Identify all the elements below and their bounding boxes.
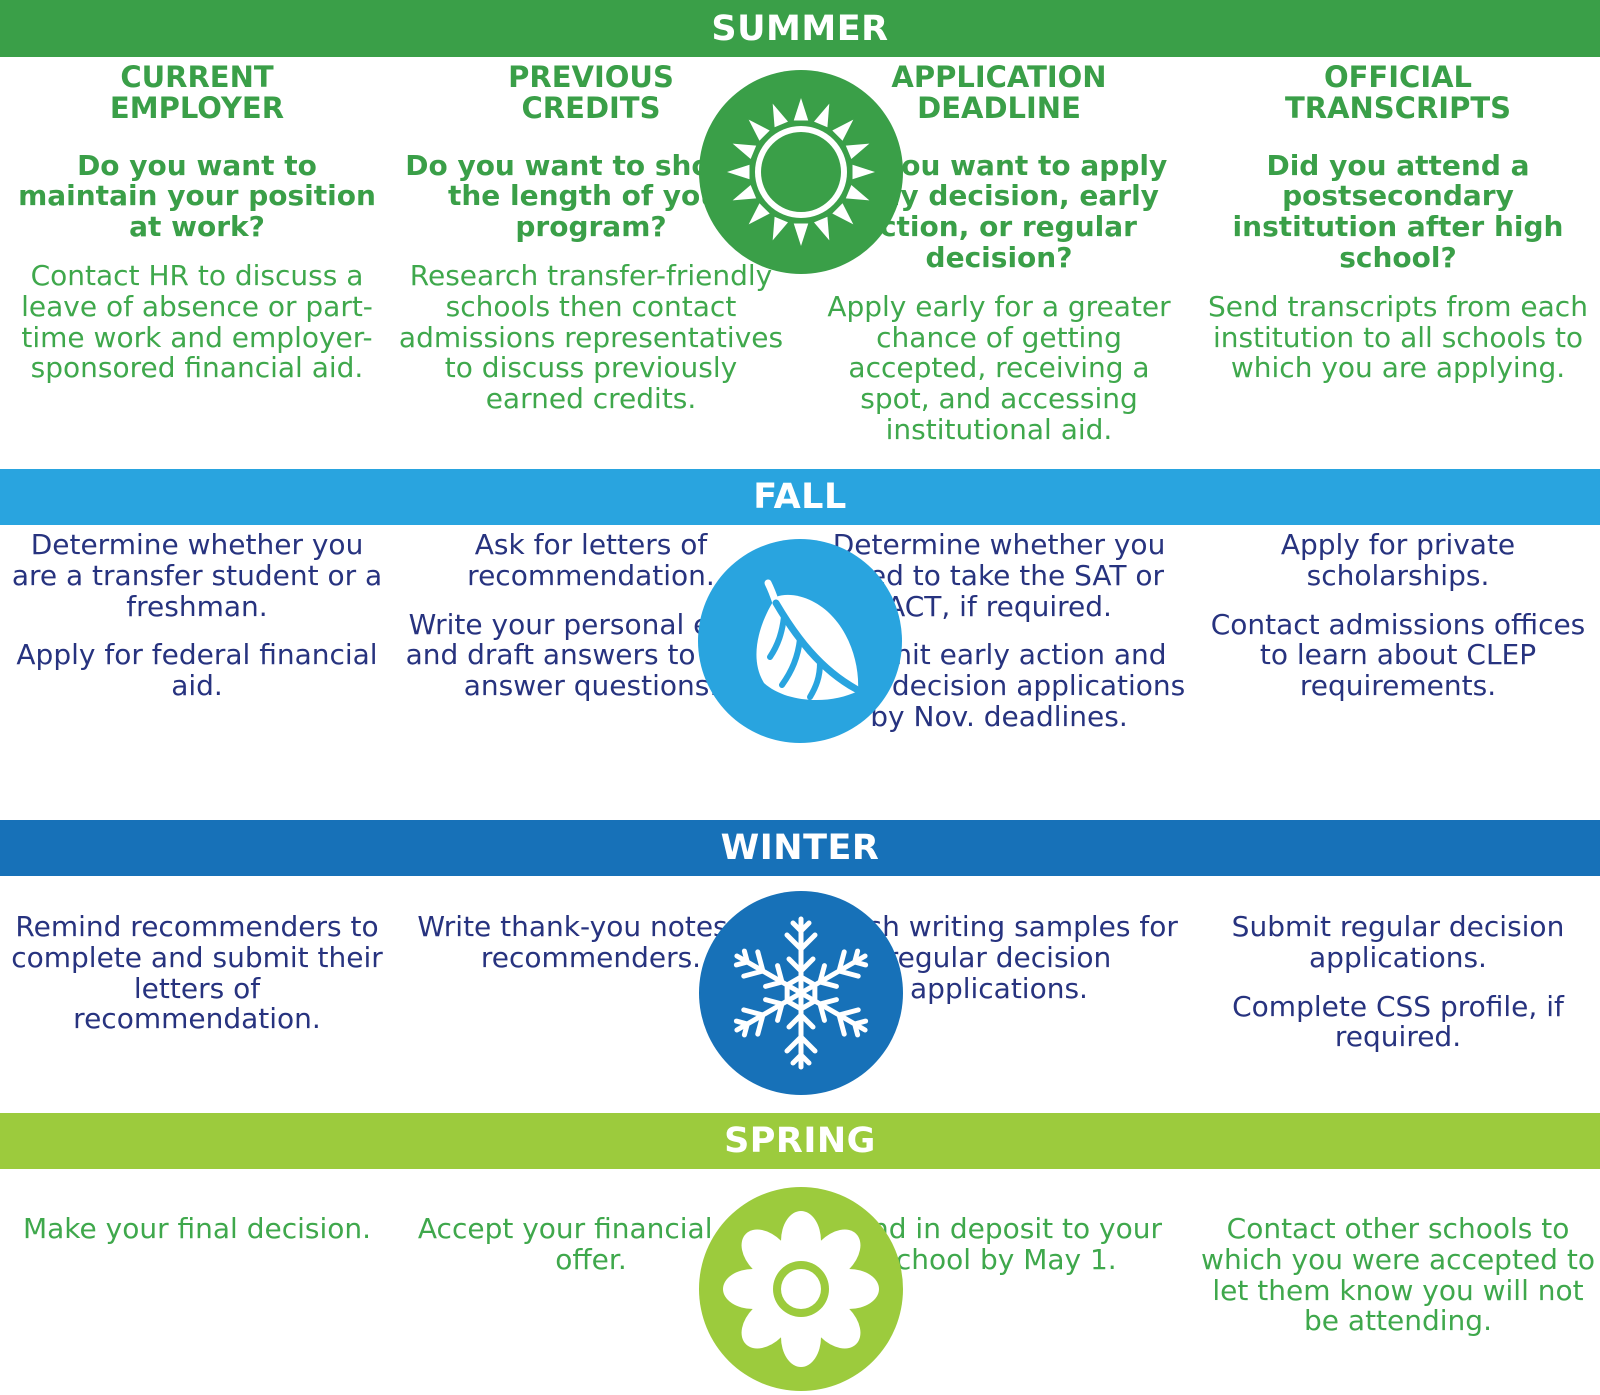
fall-header: FALL	[0, 469, 1600, 525]
spring-item: Send in deposit to your school by May 1.	[836, 1212, 1162, 1276]
winter-column-2: Write thank-you notes to recommenders.	[396, 910, 786, 992]
spring-column-3: Send in deposit to your school by May 1.	[812, 1212, 1186, 1294]
column-answer: Apply early for a greater chance of gett…	[827, 289, 1171, 446]
fall-item: Contact admissions offices to learn abou…	[1210, 607, 1586, 703]
snowflake-icon	[699, 891, 903, 1095]
sun-ray	[832, 203, 854, 225]
snowflake-arm	[733, 948, 804, 996]
flower-icon	[699, 1187, 903, 1391]
spring-column-2: Accept your financial aid offer.	[396, 1212, 786, 1294]
fall-item: Ask for letters of recommendation.	[467, 528, 715, 592]
column-heading: OFFICIAL TRANSCRIPTS	[1284, 60, 1512, 126]
flower-petal	[741, 1229, 793, 1281]
spring-header: SPRING	[0, 1113, 1600, 1169]
column-answer: Contact HR to discuss a leave of absence…	[21, 259, 373, 385]
fall-item: Determine whether you need to take the S…	[832, 528, 1166, 623]
sun-ray	[845, 143, 870, 159]
column-answer: Research transfer-friendly schools then …	[398, 259, 784, 416]
sun-ray	[772, 216, 788, 241]
summer-column-current-employer: CURRENT EMPLOYER Do you want to maintain…	[8, 60, 386, 385]
column-heading: APPLICATION DEADLINE	[891, 60, 1107, 126]
sun-ray	[727, 164, 750, 180]
snowflake-arm	[798, 990, 869, 1038]
sun-ray	[814, 216, 830, 241]
flower-petal	[741, 1297, 793, 1349]
spring-column-1: Make your final decision.	[8, 1212, 386, 1263]
summer-column-application-deadline: APPLICATION DEADLINE Do you want to appl…	[812, 60, 1186, 446]
sun-ray	[748, 119, 770, 141]
summer-column-previous-credits: PREVIOUS CREDITS Do you want to shorten …	[396, 60, 786, 416]
winter-column-4: Submit regular decision applications. Co…	[1196, 910, 1600, 1071]
sun-ray	[793, 223, 809, 246]
sun-ray	[732, 185, 757, 201]
sun-icon	[699, 70, 903, 274]
sun-ray	[832, 119, 854, 141]
column-heading: PREVIOUS CREDITS	[508, 60, 674, 126]
winter-header: WINTER	[0, 820, 1600, 876]
sun-ray	[845, 185, 870, 201]
fall-item: Determine whether you are a transfer stu…	[11, 528, 383, 623]
column-question: Did you attend a postsecondary instituti…	[1232, 148, 1564, 275]
fall-item: Apply for private scholarships.	[1280, 528, 1516, 592]
sun-ray	[852, 164, 875, 180]
winter-item: Write thank-you notes to recommenders.	[417, 910, 765, 974]
fall-column-4: Apply for private scholarships. Contact …	[1196, 528, 1600, 720]
snowflake-arm	[784, 916, 818, 996]
spring-item: Make your final decision.	[22, 1212, 372, 1245]
leaf-icon	[698, 539, 902, 743]
flower-petal	[781, 1211, 821, 1271]
spring-item: Accept your financial aid offer.	[417, 1212, 765, 1276]
snowflake-arm	[733, 990, 804, 1038]
flower-petal	[819, 1269, 879, 1309]
column-heading: CURRENT EMPLOYER	[109, 60, 285, 126]
snowflake-arm	[784, 990, 818, 1070]
sun-ray	[732, 143, 757, 159]
winter-item: Submit regular decision applications.	[1231, 910, 1565, 974]
column-answer: Send transcripts from each institution t…	[1208, 289, 1588, 385]
sun-ray	[772, 103, 788, 128]
sun-ray	[748, 203, 770, 225]
spring-column-4: Contact other schools to which you were …	[1196, 1212, 1600, 1355]
winter-column-1: Remind recommenders to complete and subm…	[8, 910, 386, 1053]
summer-header: SUMMER	[0, 0, 1600, 57]
fall-column-1: Determine whether you are a transfer stu…	[8, 528, 386, 720]
flower-petal	[809, 1297, 861, 1349]
flower-petal	[809, 1229, 861, 1281]
fall-item: Apply for federal financial aid.	[16, 638, 378, 703]
summer-column-official-transcripts: OFFICIAL TRANSCRIPTS Did you attend a po…	[1196, 60, 1600, 385]
column-question: Do you want to maintain your position at…	[18, 148, 376, 244]
snowflake-arm	[798, 948, 869, 996]
winter-item: Remind recommenders to complete and subm…	[11, 910, 383, 1036]
sun-ray	[793, 98, 809, 121]
winter-item: Complete CSS profile, if required.	[1232, 989, 1564, 1054]
snowflake-center	[784, 974, 818, 1012]
spring-item: Contact other schools to which you were …	[1201, 1212, 1595, 1338]
flower-petal	[781, 1307, 821, 1367]
sun-ray	[814, 103, 830, 128]
flower-petal	[723, 1269, 783, 1309]
fall-column-2: Ask for letters of recommendation. Write…	[396, 528, 786, 720]
